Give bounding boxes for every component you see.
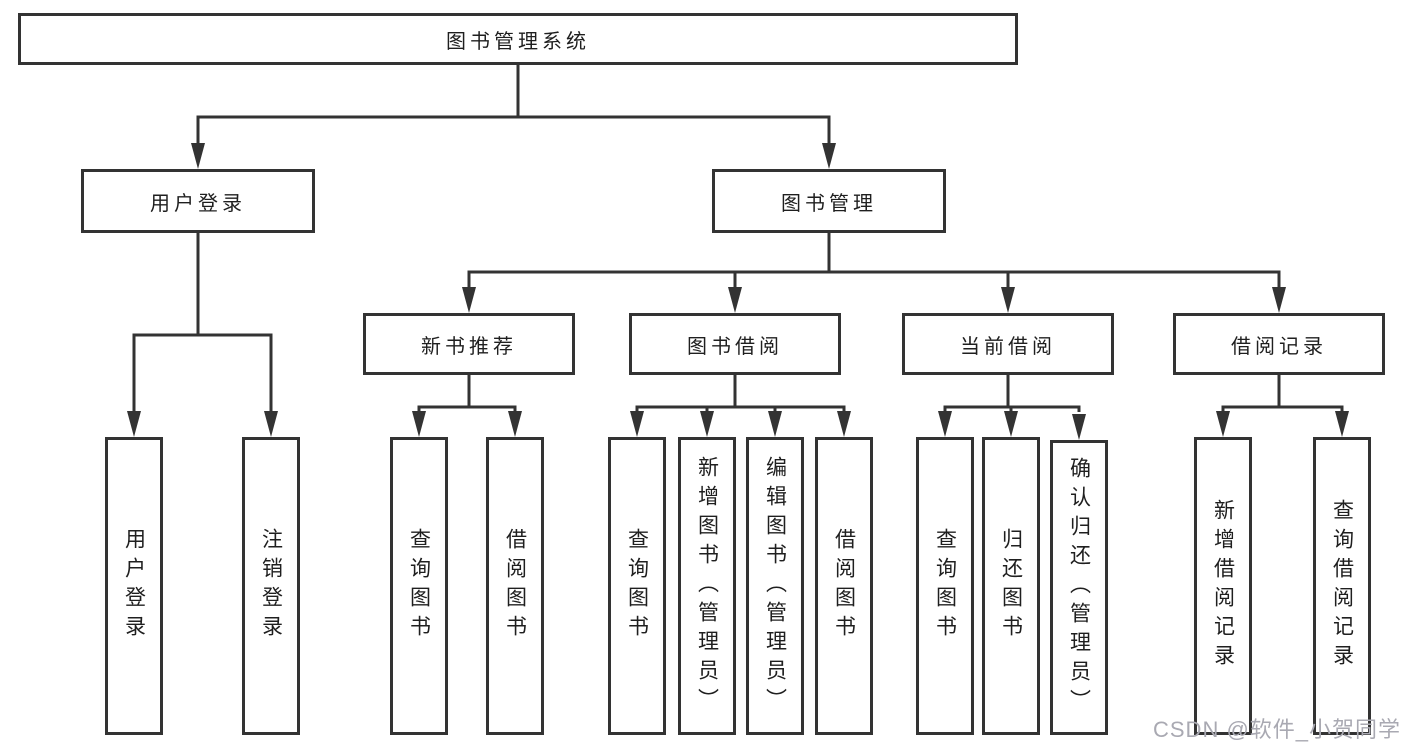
leaf-borrow-borrow-book-label: 借阅图书 bbox=[832, 528, 856, 644]
connector-line bbox=[467, 270, 1281, 288]
leaf-edit-book-admin: 编辑图书（管理员） bbox=[746, 437, 804, 735]
connector-line bbox=[417, 405, 517, 412]
leaf-logout: 注销登录 bbox=[242, 437, 300, 735]
arrowhead bbox=[264, 411, 278, 437]
arrowhead bbox=[768, 411, 782, 437]
connector-line bbox=[635, 405, 846, 412]
arrowhead bbox=[728, 287, 742, 313]
arrowhead bbox=[1001, 287, 1015, 313]
leaf-edit-book-admin-label: 编辑图书（管理员） bbox=[763, 455, 787, 717]
leaf-borrow-borrow-book: 借阅图书 bbox=[815, 437, 873, 735]
arrowhead bbox=[700, 411, 714, 437]
leaf-confirm-return-admin-label: 确认归还（管理员） bbox=[1067, 457, 1091, 718]
leaf-user-login: 用户登录 bbox=[105, 437, 163, 735]
node-borrow-record-label: 借阅记录 bbox=[1231, 335, 1327, 358]
node-current-borrow: 当前借阅 bbox=[902, 313, 1114, 375]
arrowhead bbox=[412, 411, 426, 437]
leaf-current-query-book: 查询图书 bbox=[916, 437, 974, 735]
leaf-add-book-admin: 新增图书（管理员） bbox=[678, 437, 736, 735]
leaf-current-query-book-label: 查询图书 bbox=[933, 528, 957, 644]
node-user-login: 用户登录 bbox=[81, 169, 315, 233]
arrowhead bbox=[822, 143, 836, 169]
arrowhead bbox=[630, 411, 644, 437]
watermark-text: CSDN @软件_小贺同学 bbox=[1153, 717, 1402, 742]
leaf-return-book-label: 归还图书 bbox=[999, 528, 1023, 644]
leaf-logout-label: 注销登录 bbox=[259, 528, 283, 644]
node-new-book-recommend-label: 新书推荐 bbox=[421, 335, 517, 358]
arrowhead bbox=[191, 143, 205, 169]
leaf-newrec-borrow-book-label: 借阅图书 bbox=[503, 528, 527, 644]
leaf-newrec-query-book-label: 查询图书 bbox=[407, 528, 431, 644]
node-user-login-label: 用户登录 bbox=[150, 192, 246, 215]
leaf-borrow-query-book-label: 查询图书 bbox=[625, 528, 649, 644]
node-book-borrow: 图书借阅 bbox=[629, 313, 841, 375]
leaf-borrow-query-book: 查询图书 bbox=[608, 437, 666, 735]
arrowhead bbox=[1335, 411, 1349, 437]
arrowhead bbox=[508, 411, 522, 437]
node-borrow-record: 借阅记录 bbox=[1173, 313, 1385, 375]
arrowhead bbox=[938, 411, 952, 437]
node-book-management-label: 图书管理 bbox=[781, 192, 877, 215]
node-book-borrow-label: 图书借阅 bbox=[687, 335, 783, 358]
connector-line bbox=[196, 115, 831, 146]
leaf-confirm-return-admin: 确认归还（管理员） bbox=[1050, 440, 1108, 735]
leaf-add-book-admin-label: 新增图书（管理员） bbox=[695, 455, 719, 717]
connector-line bbox=[1221, 405, 1344, 412]
node-new-book-recommend: 新书推荐 bbox=[363, 313, 575, 375]
arrowhead bbox=[837, 411, 851, 437]
node-current-borrow-label: 当前借阅 bbox=[960, 335, 1056, 358]
leaf-add-borrow-record: 新增借阅记录 bbox=[1194, 437, 1252, 735]
leaf-add-borrow-record-label: 新增借阅记录 bbox=[1211, 499, 1235, 673]
arrowhead bbox=[1272, 287, 1286, 313]
node-root: 图书管理系统 bbox=[18, 13, 1018, 65]
leaf-user-login-label: 用户登录 bbox=[122, 528, 146, 644]
leaf-query-borrow-record-label: 查询借阅记录 bbox=[1330, 499, 1354, 673]
arrowhead bbox=[1072, 414, 1086, 440]
node-root-label: 图书管理系统 bbox=[446, 30, 590, 53]
arrowhead bbox=[1004, 411, 1018, 437]
connector-line bbox=[132, 333, 273, 411]
leaf-query-borrow-record: 查询借阅记录 bbox=[1313, 437, 1371, 735]
leaf-newrec-borrow-book: 借阅图书 bbox=[486, 437, 544, 735]
arrowhead bbox=[462, 287, 476, 313]
leaf-return-book: 归还图书 bbox=[982, 437, 1040, 735]
leaf-newrec-query-book: 查询图书 bbox=[390, 437, 448, 735]
arrowhead bbox=[127, 411, 141, 437]
node-book-management: 图书管理 bbox=[712, 169, 946, 233]
arrowhead bbox=[1216, 411, 1230, 437]
